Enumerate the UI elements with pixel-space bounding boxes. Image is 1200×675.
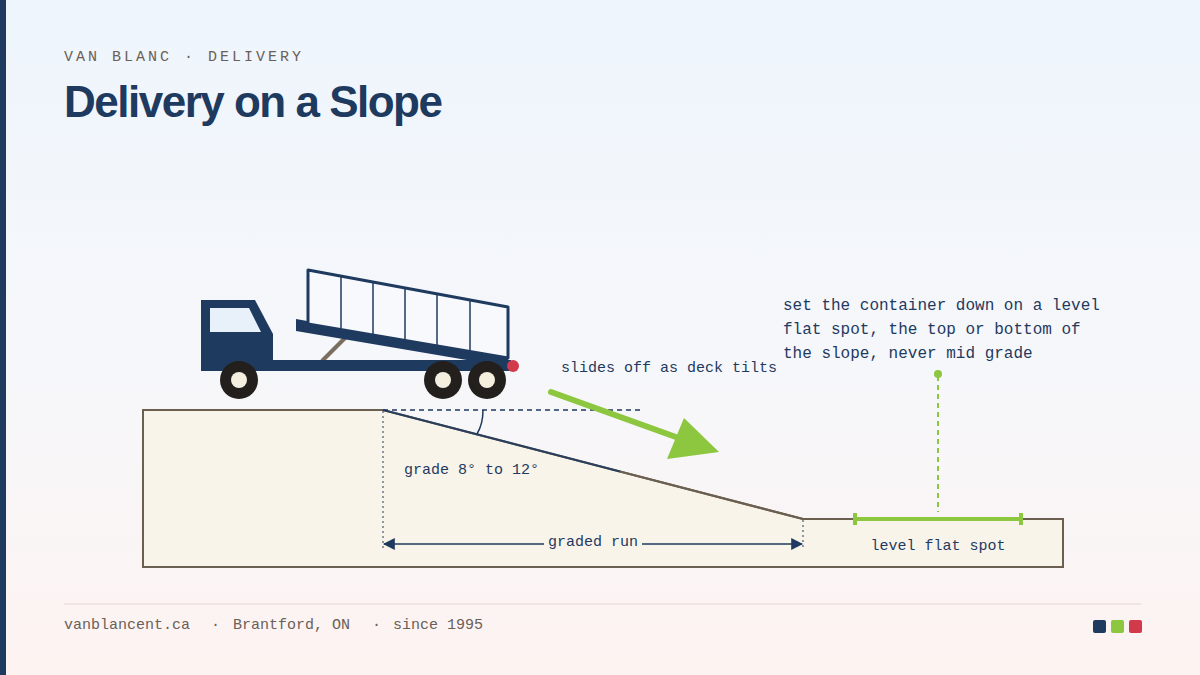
- wheel: [220, 361, 258, 399]
- wheel-hub: [479, 372, 495, 388]
- container-rib: [436, 295, 438, 345]
- instruction-note: set the container down on a level flat s…: [783, 294, 1113, 366]
- slide-arrow: [551, 392, 680, 439]
- angle-arc: [477, 410, 483, 434]
- dimension-label: graded run: [544, 535, 642, 550]
- container-rib: [469, 301, 471, 351]
- hoist-piston: [322, 337, 346, 361]
- footer-text: since 1995: [393, 618, 483, 633]
- container-rib: [372, 283, 374, 334]
- page-title: Delivery on a Slope: [64, 80, 441, 124]
- truck: [201, 270, 519, 399]
- container: [308, 270, 508, 358]
- wheel: [468, 361, 506, 399]
- brand-swatch: [1111, 620, 1124, 633]
- brand-swatch: [1093, 620, 1106, 633]
- grade-label: grade 8° to 12°: [400, 463, 543, 478]
- flat-spot-bar: [855, 517, 1021, 521]
- brand-swatch: [1129, 620, 1142, 633]
- container-ribs: [341, 277, 470, 350]
- flat-spot-label: level flat spot: [870, 539, 1005, 554]
- wheel-hub: [231, 372, 247, 388]
- slide-arrow-head: [667, 418, 719, 459]
- extension-line: [803, 520, 804, 550]
- extension-line: [383, 411, 384, 550]
- side-bar: [0, 0, 6, 675]
- leader-dot: [934, 370, 942, 378]
- footer-text: ·: [372, 618, 381, 633]
- callout-text: slides off as deck tilts: [561, 361, 777, 376]
- flat-spot-tick: [1019, 513, 1023, 525]
- footer-text: vanblancent.ca: [64, 618, 190, 633]
- eyebrow-text: VAN BLANC · DELIVERY: [64, 50, 304, 65]
- slope-line: [620, 472, 803, 520]
- truck-cab: [201, 300, 273, 366]
- container-rib: [404, 289, 406, 340]
- flat-spot-tick: [853, 513, 857, 525]
- footer-text: Brantford, ON: [233, 618, 350, 633]
- footer-separator: ·: [211, 618, 220, 633]
- ground-profile: [143, 410, 1063, 567]
- leader-line: [937, 376, 939, 512]
- cab-window: [210, 308, 261, 332]
- footer-rule: [64, 604, 1141, 605]
- container-rib: [340, 277, 342, 329]
- wheel-hub: [435, 372, 451, 388]
- tail-light: [507, 360, 519, 372]
- wheel: [424, 361, 462, 399]
